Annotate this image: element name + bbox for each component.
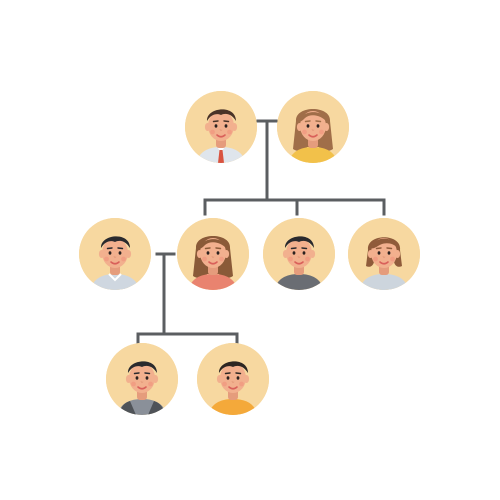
- avatar-icon: [177, 218, 249, 290]
- person-grandmother[interactable]: [277, 91, 349, 163]
- person-grandfather[interactable]: [185, 91, 257, 163]
- avatar-icon: [79, 218, 151, 290]
- avatar-icon: [197, 343, 269, 415]
- person-daughter-child[interactable]: [197, 343, 269, 415]
- avatar-icon: [263, 218, 335, 290]
- person-son[interactable]: [106, 343, 178, 415]
- avatar-icon: [185, 91, 257, 163]
- avatar-icon: [277, 91, 349, 163]
- person-aunt[interactable]: [348, 218, 420, 290]
- person-uncle[interactable]: [263, 218, 335, 290]
- person-father[interactable]: [79, 218, 151, 290]
- avatar-icon: [106, 343, 178, 415]
- person-mother[interactable]: [177, 218, 249, 290]
- avatar-icon: [348, 218, 420, 290]
